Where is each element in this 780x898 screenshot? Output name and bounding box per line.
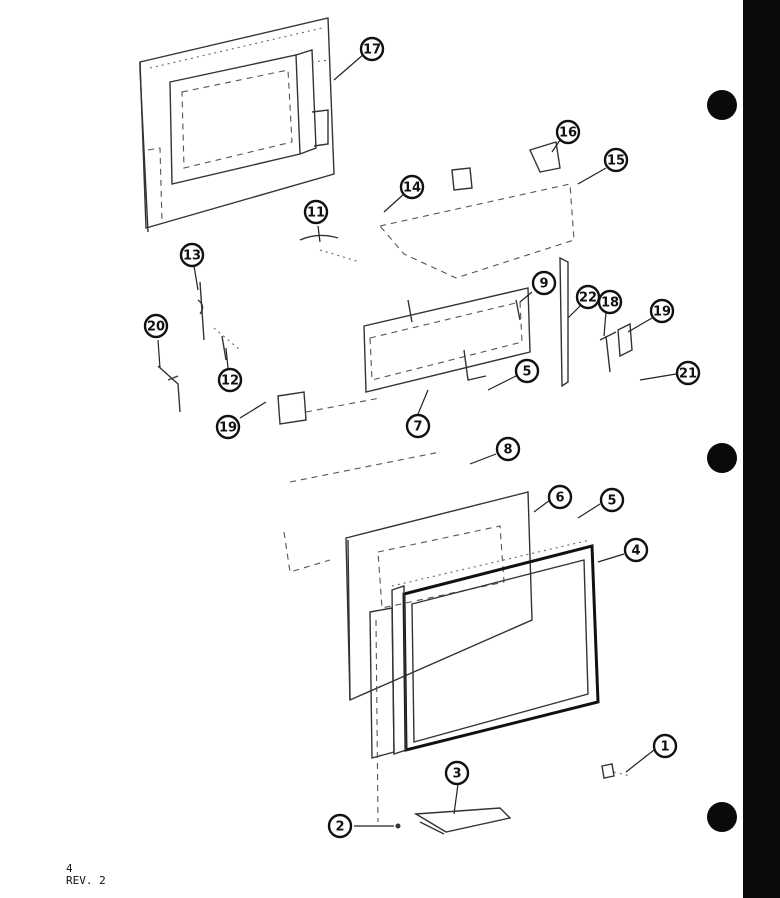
callout-number: 16: [559, 126, 577, 141]
callout-3: 3: [444, 760, 470, 786]
callout-6: 6: [547, 484, 573, 510]
callout-circle: [547, 484, 573, 510]
part-2-screw: [375, 619, 401, 829]
callout-8: 8: [495, 436, 521, 462]
callout-number: 3: [452, 767, 461, 782]
callout-5: 5: [514, 358, 540, 384]
callout-17: 17: [359, 36, 385, 62]
callout-circle: [599, 487, 625, 513]
callout-circle: [327, 813, 353, 839]
callout-14: 14: [399, 174, 425, 200]
page-number: 4: [66, 862, 73, 875]
part-3-bottom-trim: [413, 807, 512, 835]
callout-21: 21: [675, 360, 701, 386]
part-8-inner-glass: [283, 451, 441, 573]
callout-circle: [495, 436, 521, 462]
callout-circle: [179, 242, 205, 268]
callout-circle: [444, 760, 470, 786]
callout-number: 12: [221, 374, 239, 389]
callout-19: 19: [215, 414, 241, 440]
callout-number: 9: [539, 277, 548, 292]
callout-number: 21: [679, 367, 697, 382]
callout-circle: [555, 119, 581, 145]
part-11-clip: [299, 234, 361, 263]
callout-number: 18: [601, 296, 619, 311]
callout-circle: [597, 289, 623, 315]
callout-number: 20: [147, 320, 165, 335]
page-footer: 4 REV. 2: [66, 863, 106, 887]
callout-2: 2: [327, 813, 353, 839]
callout-1: 1: [652, 733, 678, 759]
callout-circle: [405, 413, 431, 439]
callout-number: 22: [579, 291, 597, 306]
part-19-right-hinge: [617, 322, 633, 358]
callout-15: 15: [603, 147, 629, 173]
part-9-center-panel: [363, 287, 531, 393]
callout-circle: [215, 414, 241, 440]
callout-circle: [399, 174, 425, 200]
callout-number: 1: [660, 740, 669, 755]
callout-9: 9: [531, 270, 557, 296]
callout-13: 13: [179, 242, 205, 268]
callout-circle: [531, 270, 557, 296]
callout-7: 7: [405, 413, 431, 439]
callout-16: 16: [555, 119, 581, 145]
callout-number: 13: [183, 249, 201, 264]
callout-circle: [603, 147, 629, 173]
part-20-hinge: [157, 365, 181, 413]
part-4-door-frame: [369, 539, 600, 759]
callout-number: 7: [413, 420, 422, 435]
callout-number: 11: [307, 206, 325, 221]
part-19-left-hinge: [277, 391, 381, 425]
callout-11: 11: [303, 199, 329, 225]
part-13-bracket: [197, 281, 205, 341]
callout-number: 19: [653, 305, 671, 320]
callout-circle: [649, 298, 675, 324]
part-18-hinge-pin: [599, 331, 617, 373]
callout-circle: [675, 360, 701, 386]
callout-circle: [623, 537, 649, 563]
punch-hole-bottom: [707, 802, 737, 832]
callout-22: 22: [575, 284, 601, 310]
part-22-side-rail: [559, 256, 569, 388]
callout-18: 18: [597, 289, 623, 315]
callout-number: 5: [522, 365, 531, 380]
callout-12: 12: [217, 367, 243, 393]
punch-hole-middle: [707, 443, 737, 473]
callout-circle: [303, 199, 329, 225]
callout-number: 4: [631, 544, 640, 559]
callout-20: 20: [143, 313, 169, 339]
callout-circle: [217, 367, 243, 393]
callout-5: 5: [599, 487, 625, 513]
callout-4: 4: [623, 537, 649, 563]
part-12-bracket: [213, 327, 241, 361]
part-17-top-panel: [139, 17, 335, 233]
part-6-door-liner: [345, 491, 533, 702]
callout-circle: [359, 36, 385, 62]
callout-circle: [143, 313, 169, 339]
callout-circle: [652, 733, 678, 759]
binding-strip: [743, 0, 780, 898]
leader-lines: [157, 53, 677, 827]
callout-number: 17: [363, 43, 381, 58]
callout-number: 19: [219, 421, 237, 436]
callout-19: 19: [649, 298, 675, 324]
callout-number: 14: [403, 181, 421, 196]
callout-number: 5: [607, 494, 616, 509]
callout-number: 15: [607, 154, 625, 169]
revision-label: REV. 2: [66, 874, 106, 887]
callout-number: 6: [555, 491, 564, 506]
part-1-clip: [601, 763, 631, 779]
part-14-upper-bracket: [378, 141, 575, 279]
callout-number: 8: [503, 443, 512, 458]
callout-circle: [514, 358, 540, 384]
punch-hole-top: [707, 90, 737, 120]
callout-number: 2: [335, 820, 344, 835]
